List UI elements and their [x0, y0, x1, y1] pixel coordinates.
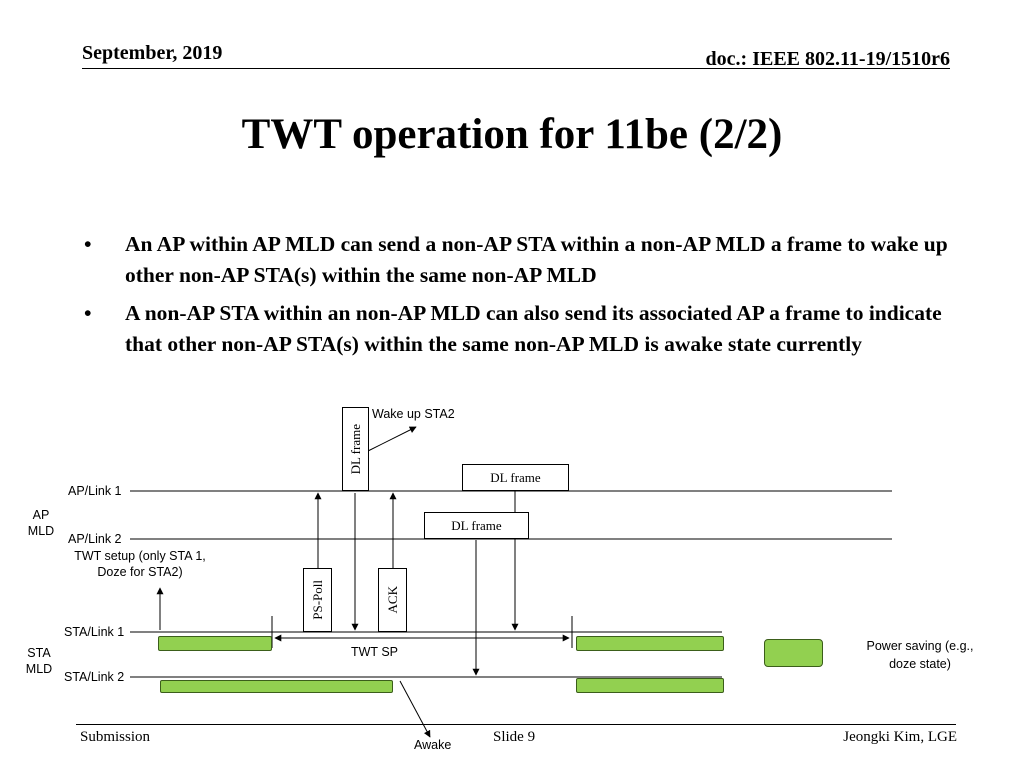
dl-frame-vertical-text: DL frame: [347, 423, 363, 475]
ap-link1-label: AP/Link 1: [68, 484, 124, 498]
ack-text: ACK: [384, 586, 400, 614]
bullet-text: An AP within AP MLD can send a non-AP ST…: [125, 232, 948, 287]
ack-box: ACK: [378, 568, 407, 632]
awake-label: Awake: [414, 738, 452, 752]
ps-poll-box: PS-Poll: [303, 568, 332, 632]
dl-frame-link2-box: DL frame: [424, 512, 529, 539]
legend-power-saving-swatch: [764, 639, 823, 667]
footer-submission: Submission: [80, 729, 151, 745]
ap-mld-label: AP MLD: [27, 508, 55, 538]
header-divider: [82, 68, 950, 69]
twt-sp-label: TWT SP: [351, 645, 398, 659]
footer-divider: [76, 724, 956, 725]
sta-link2-doze-bar: [576, 678, 724, 693]
footer-author: Jeongki Kim, LGE: [843, 729, 957, 745]
sta-link2-label: STA/Link 2: [64, 670, 127, 684]
ap-link2-label: AP/Link 2: [68, 532, 124, 546]
dl-frame-link1-box: DL frame: [462, 464, 569, 491]
footer-slide-number: Slide 9: [493, 729, 536, 745]
slide-title: TWT operation for 11be (2/2): [241, 111, 783, 158]
header-date: September, 2019: [82, 42, 223, 64]
legend-power-saving-label: Power saving (e.g., doze state): [866, 639, 974, 671]
sta-link1-label: STA/Link 1: [64, 625, 127, 639]
sta-link1-doze-bar: [576, 636, 724, 651]
awake-arrow: [399, 680, 431, 738]
dl-frame-vertical-box: DL frame: [342, 407, 369, 491]
sta-mld-label: STA MLD: [25, 646, 53, 676]
ps-poll-text: PS-Poll: [309, 580, 325, 620]
wake-up-label: Wake up STA2: [372, 407, 455, 421]
twt-setup-label: TWT setup (only STA 1, Doze for STA2): [74, 549, 206, 579]
wake-up-arrow: [367, 426, 417, 452]
bullet-dot: •: [84, 232, 92, 256]
sta-link2-doze-bar: [160, 680, 393, 693]
bullet-text: A non-AP STA within an non-AP MLD can al…: [125, 301, 942, 356]
header-doc-id: doc.: IEEE 802.11-19/1510r6: [705, 48, 950, 70]
bullet-dot: •: [84, 301, 92, 325]
sta-link1-doze-bar: [158, 636, 272, 651]
